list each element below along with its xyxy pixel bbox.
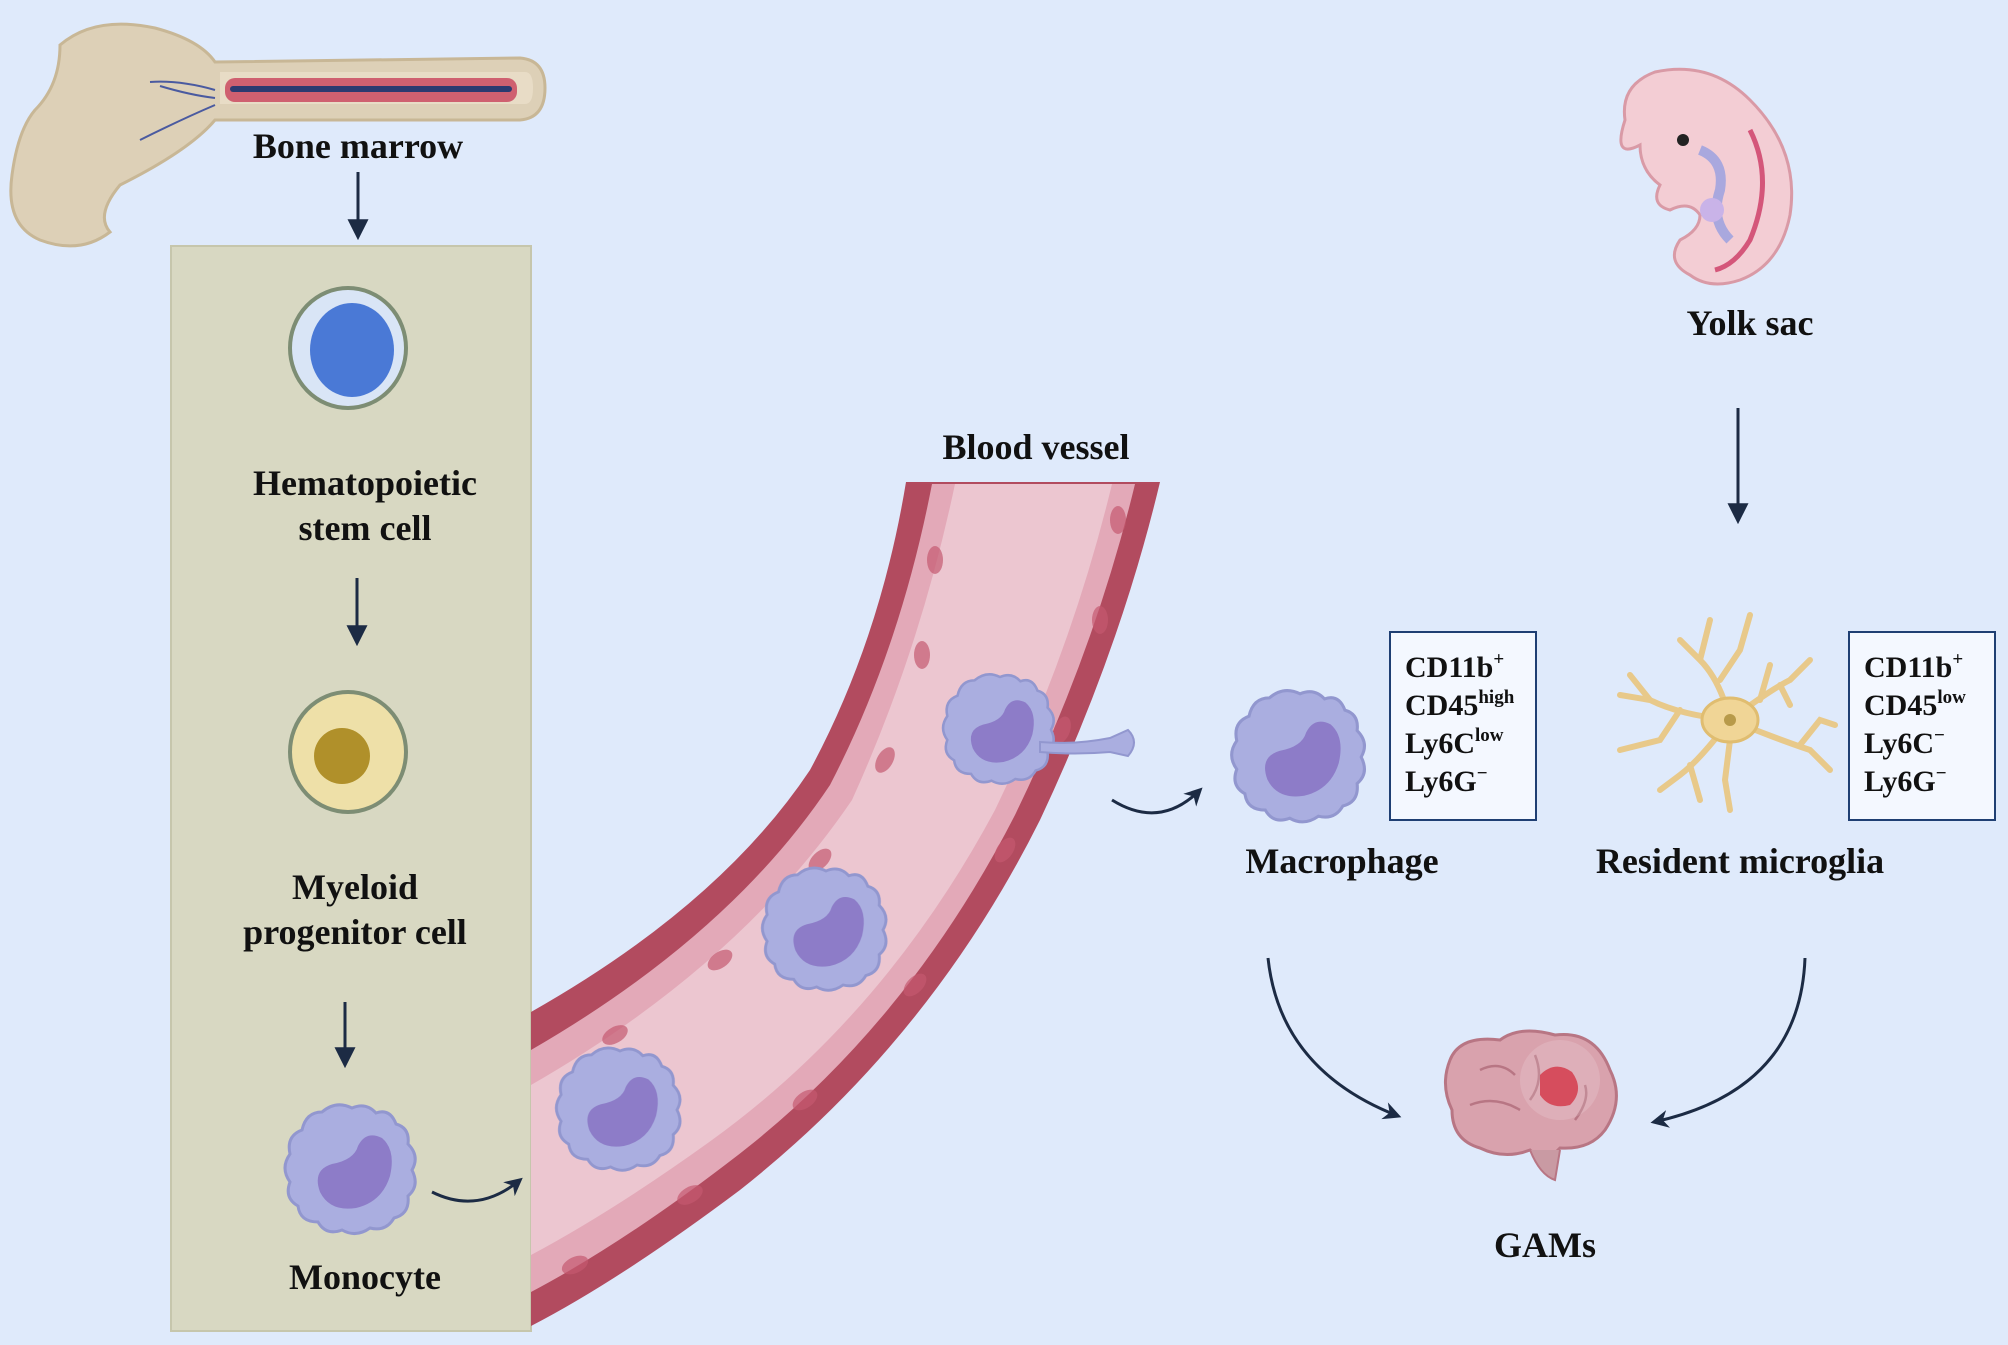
marker-item: Ly6Clow bbox=[1405, 725, 1504, 760]
hsc-label-line2: stem cell bbox=[298, 508, 432, 548]
marker-item: CD45low bbox=[1864, 687, 1966, 722]
marker-item: Ly6C− bbox=[1864, 725, 1945, 760]
embryo-icon bbox=[1619, 67, 1794, 286]
marker-item: Ly6G− bbox=[1405, 763, 1488, 798]
marker-item: CD45high bbox=[1405, 687, 1515, 722]
myeloid-label-line1: Myeloid bbox=[292, 867, 418, 907]
microglia-marker-box: CD11b+ CD45low Ly6C− Ly6G− bbox=[1848, 631, 1996, 821]
bone-marrow-label: Bone marrow bbox=[252, 126, 464, 166]
yolk-sac-label: Yolk sac bbox=[1686, 303, 1814, 343]
marker-item: Ly6G− bbox=[1864, 763, 1947, 798]
blood-vessel-label: Blood vessel bbox=[942, 427, 1130, 467]
gams-label: GAMs bbox=[1494, 1225, 1596, 1265]
marker-item: CD11b+ bbox=[1405, 649, 1505, 684]
marker-item: CD11b+ bbox=[1864, 649, 1964, 684]
macrophage-cell-icon bbox=[1230, 689, 1366, 824]
macrophage-marker-box: CD11b+ CD45high Ly6Clow Ly6G− bbox=[1389, 631, 1537, 821]
bone-marrow-icon bbox=[9, 22, 547, 248]
myeloid-label-line2: progenitor cell bbox=[243, 912, 467, 952]
myeloid-cell-icon bbox=[288, 690, 408, 814]
resident-microglia-label: Resident microglia bbox=[1595, 841, 1885, 881]
monocyte-cell-icon bbox=[283, 1103, 417, 1236]
hsc-cell-icon bbox=[288, 286, 408, 410]
blood-vessel-icon bbox=[531, 482, 1160, 1326]
macrophage-label: Macrophage bbox=[1245, 841, 1439, 881]
monocyte-label: Monocyte bbox=[289, 1257, 441, 1297]
hsc-label-line1: Hematopoietic bbox=[253, 463, 477, 503]
brain-tumor-icon bbox=[1444, 1029, 1618, 1182]
